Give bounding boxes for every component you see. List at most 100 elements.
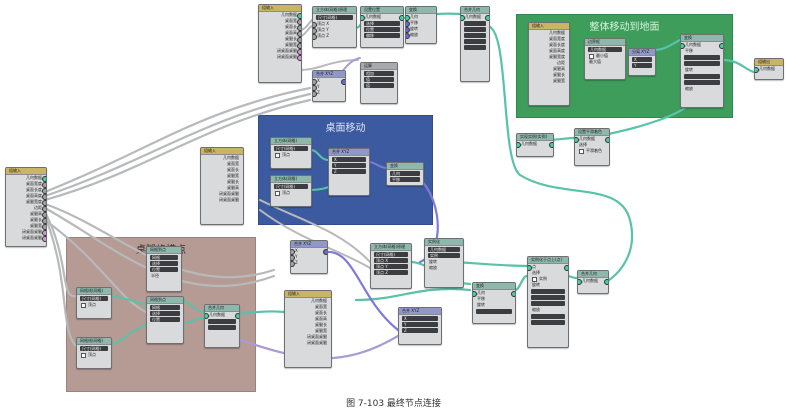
input-socket[interactable] — [578, 279, 582, 285]
input-socket[interactable] — [406, 15, 410, 21]
value-field[interactable] — [208, 319, 236, 324]
node-header[interactable]: 网格到点 — [147, 297, 183, 304]
node-header[interactable]: 立方体(网格) — [271, 176, 311, 183]
transform-node[interactable]: 变换 几何 平移 旋转 缩放 — [405, 6, 437, 44]
output-socket[interactable] — [604, 279, 608, 285]
output-socket[interactable] — [297, 31, 301, 37]
output-socket[interactable] — [297, 43, 301, 49]
input-socket[interactable] — [313, 85, 317, 91]
output-socket[interactable] — [323, 249, 327, 255]
node-header[interactable]: 合并几何 — [205, 305, 239, 312]
size-field[interactable]: 尺寸(网格) — [316, 15, 353, 20]
mesh-line-node[interactable]: 网格线(网格) 尺寸(网格) 顶点 — [76, 337, 112, 369]
node-header[interactable]: 网格线(网格) — [77, 338, 111, 345]
set-shade-smooth-node[interactable]: 设置平滑着色 几何数据 选择 平滑着色 — [574, 128, 610, 166]
size-field[interactable]: 尺寸(网格) — [274, 146, 308, 151]
output-socket[interactable] — [42, 236, 46, 242]
node-header[interactable]: 实现实例(实例) — [517, 134, 553, 141]
output-socket[interactable] — [42, 176, 46, 182]
output-socket[interactable] — [42, 218, 46, 224]
node-header[interactable]: 变换 — [681, 35, 723, 42]
node-header[interactable]: 组输入 — [6, 168, 46, 175]
value-field[interactable]: X — [402, 316, 438, 321]
output-socket[interactable] — [42, 194, 46, 200]
output-socket[interactable] — [719, 43, 723, 49]
value-field[interactable] — [684, 61, 720, 66]
join-geometry-node[interactable]: 合并几何 几何数据 — [577, 270, 609, 294]
set-position-node[interactable]: 设置位置 几何数据 选择 位置 偏移 — [360, 6, 404, 48]
value-field[interactable]: Z — [402, 328, 438, 333]
combine-xyz-node[interactable]: 合并 XYZ X Y Z — [398, 307, 442, 345]
value-field[interactable] — [684, 74, 720, 79]
checkbox-row[interactable]: 实例 — [528, 276, 568, 282]
node-header[interactable]: 组输入 — [259, 5, 301, 12]
value-field[interactable]: Y — [332, 163, 366, 168]
value-field[interactable] — [684, 80, 720, 85]
input-socket[interactable] — [528, 265, 532, 271]
value-field[interactable]: Z — [332, 169, 366, 174]
output-socket[interactable] — [297, 49, 301, 55]
shade-smooth-checkbox[interactable]: 平滑着色 — [575, 148, 609, 154]
node-header[interactable]: 实例化 — [425, 239, 463, 246]
value-field[interactable]: 值 — [364, 83, 394, 88]
node-header[interactable]: 网格到点 — [147, 247, 181, 254]
mesh-line-node[interactable]: 网格线(网格) 尺寸(网格) 顶点 — [76, 287, 112, 319]
value-field[interactable] — [531, 295, 565, 300]
join-geometry-node[interactable]: 合并几何 几何数据 — [204, 304, 240, 348]
input-socket[interactable] — [291, 249, 295, 255]
node-header[interactable]: 合并几何 — [461, 7, 489, 14]
value-field[interactable] — [531, 314, 565, 319]
node-header[interactable]: 立方体(网格)原理 — [371, 244, 411, 251]
input-socket[interactable] — [406, 27, 410, 33]
checkbox-row[interactable]: 顶点 — [271, 190, 311, 196]
value-field[interactable] — [464, 27, 486, 32]
output-socket[interactable] — [549, 142, 553, 148]
value-field[interactable]: 选择 — [150, 311, 180, 316]
mesh-to-points-node[interactable]: 网格到点 网格 选择 位置 — [146, 296, 184, 344]
node-editor-canvas[interactable]: 整体移动到地面 桌面移动 桌腿修模点 — [0, 0, 787, 392]
value-field[interactable]: 位置 — [150, 267, 178, 272]
value-field[interactable]: 值 — [364, 77, 394, 82]
offset-field[interactable]: 偏移 — [364, 33, 400, 38]
size-field[interactable]: 尺寸(网格) — [80, 346, 108, 351]
node-header[interactable]: 实例化于点上(点) — [528, 257, 568, 264]
checkbox-row[interactable]: 顶点 — [77, 352, 111, 358]
input-socket[interactable] — [313, 34, 317, 40]
output-socket[interactable] — [399, 15, 403, 21]
output-socket[interactable] — [42, 200, 46, 206]
output-socket[interactable] — [511, 291, 515, 297]
node-header[interactable]: 合并 XYZ — [291, 241, 327, 248]
node-header[interactable]: 分离 XYZ — [629, 49, 655, 56]
cube-node[interactable]: 立方体(网格) 尺寸(网格) 顶点 — [270, 175, 312, 207]
node-header[interactable]: 合并 XYZ — [399, 308, 441, 315]
input-socket[interactable] — [681, 43, 685, 49]
input-socket[interactable] — [755, 67, 759, 73]
output-socket[interactable] — [42, 230, 46, 236]
group-input-node[interactable]: 组输入 几何数据 桌面宽 桌面长 桌腿宽 桌腿长 桌腿高 闭桌面桌腿 闭桌面桌腿 — [200, 147, 244, 225]
input-socket[interactable] — [313, 79, 317, 85]
cube-node[interactable]: 立方体(网格)原理 尺寸(网格) 顶点 X 顶点 Y 顶点 Z — [312, 6, 357, 48]
mesh-to-points-node[interactable]: 网格到点 网格 选择 位置 半径 — [146, 246, 182, 292]
node-header[interactable]: 边界框 — [585, 39, 625, 46]
value-field[interactable]: Y — [402, 322, 438, 327]
input-socket[interactable] — [461, 15, 465, 21]
node-header[interactable]: 变换 — [406, 7, 436, 14]
value-field[interactable] — [464, 39, 486, 44]
math-node[interactable]: 运算 相加 值 值 — [360, 62, 398, 104]
value-field[interactable] — [531, 320, 565, 325]
group-input-node[interactable]: 组输入 几何数据 桌面宽 桌面长 桌面高 桌腿长 桌腿宽 闭桌面桌腿 闭桌面桌腿 — [258, 4, 302, 83]
operation-dropdown[interactable]: 相加 — [364, 71, 394, 76]
output-socket[interactable] — [485, 15, 489, 21]
output-socket[interactable] — [42, 206, 46, 212]
value-field[interactable]: Y — [632, 63, 652, 68]
output-socket[interactable] — [297, 25, 301, 31]
bounding-box-node[interactable]: 边界框 几何数据 最小值 最大值 — [584, 38, 626, 80]
value-field[interactable] — [464, 33, 486, 38]
value-field[interactable]: 选择 — [150, 261, 178, 266]
node-header[interactable]: 变换 — [473, 283, 515, 290]
group-input-node[interactable]: 组输入 几何数据 桌面宽度 桌面长度 桌面高度 桌腿宽度 边距 桌腿高 桌腿长 … — [528, 22, 570, 106]
input-socket[interactable] — [313, 28, 317, 34]
input-socket[interactable] — [406, 21, 410, 27]
output-socket[interactable] — [564, 265, 568, 271]
output-socket[interactable] — [235, 313, 239, 319]
